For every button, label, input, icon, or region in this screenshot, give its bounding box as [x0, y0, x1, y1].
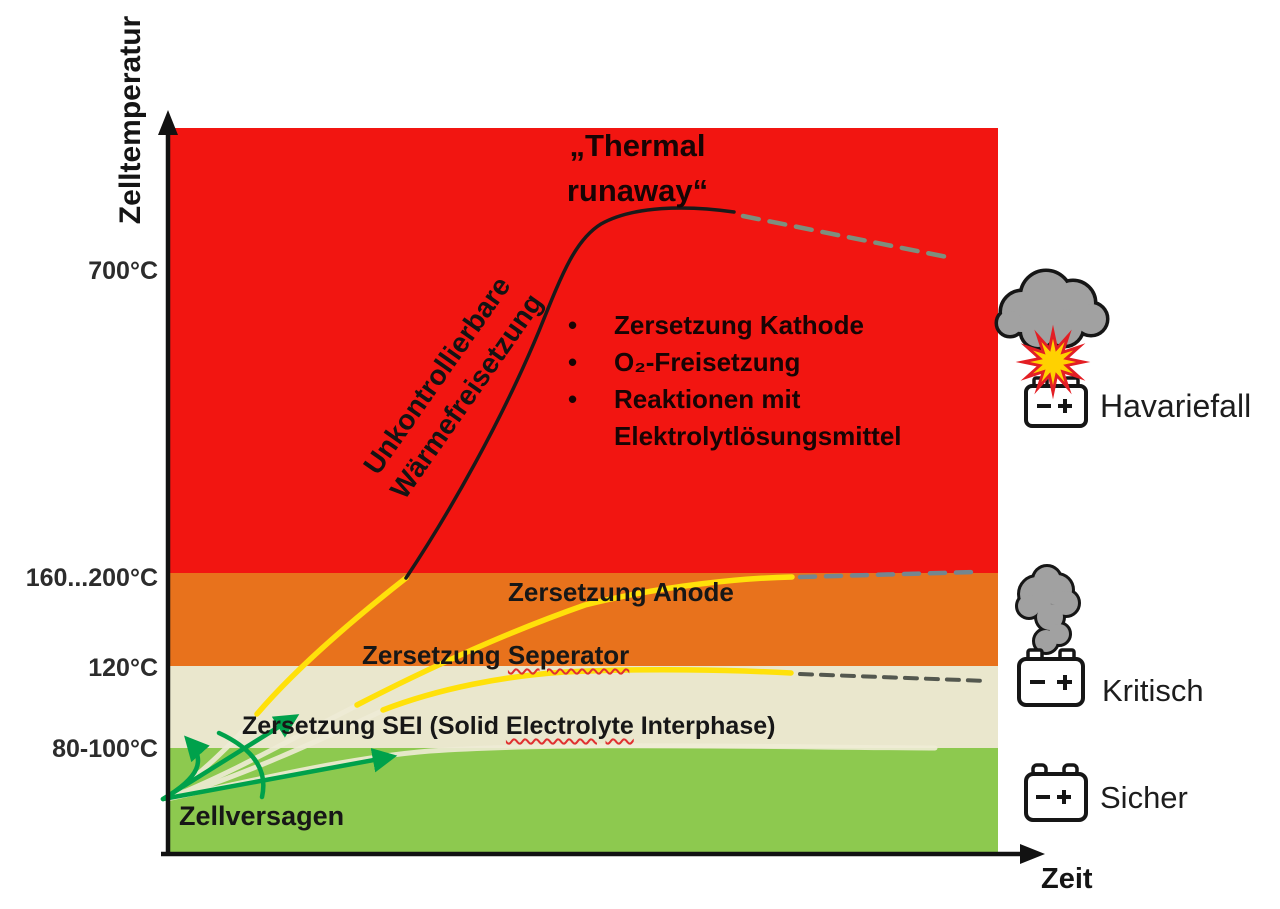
seperator-label-prefix: Zersetzung — [362, 640, 508, 670]
zone-critical-orange — [170, 573, 998, 666]
anode-decomposition-label: Zersetzung Anode — [508, 577, 734, 607]
thermal-runaway-title-line2: runaway“ — [566, 173, 709, 208]
havariefall-icon — [994, 268, 1110, 428]
battery-icon-sicher — [1024, 763, 1088, 822]
seperator-curve — [380, 667, 794, 713]
x-axis-title: Zeit — [1041, 863, 1093, 895]
battery-icon-kritisch — [1017, 648, 1085, 707]
list-item: Reaktionen mit Elektrolytlösungsmittel — [562, 381, 959, 455]
sei-label-electrolyte: Electrolyte — [505, 712, 634, 740]
y-tick-120: 120°C — [88, 654, 158, 682]
explosion-star-icon — [1015, 324, 1091, 400]
seperator-label-misspelled: Seperator — [507, 640, 630, 670]
sei-decomposition-label: Zersetzung SEI (Solid Electrolyte Interp… — [242, 712, 775, 741]
seperator-dashed-projection — [798, 672, 990, 683]
list-item: O₂-Freisetzung — [562, 344, 959, 381]
legend-label-havariefall: Havariefall — [1100, 388, 1252, 424]
sei-label-suffix: Interphase) — [633, 712, 776, 740]
legend-label-sicher: Sicher — [1100, 780, 1188, 815]
runaway-curve-upper — [404, 206, 736, 580]
ghost-curves — [164, 702, 938, 802]
yellow-curves — [254, 574, 795, 717]
list-item: Zersetzung Kathode — [562, 307, 959, 344]
cell-failure-label: Zellversagen — [179, 801, 345, 831]
cell-failure-arrow-mid — [160, 714, 300, 802]
y-tick-160-200: 160...200°C — [25, 564, 158, 592]
cell-failure-fan-arc — [216, 730, 266, 800]
battery-icon-havariefall — [1024, 376, 1088, 428]
y-axis-arrowhead — [158, 110, 178, 135]
cell-failure-arrows — [160, 714, 398, 802]
zone-safe-green — [170, 748, 998, 855]
cell-failure-arrow-right — [160, 747, 398, 802]
thermal-runaway-title-line1: „Thermal — [569, 128, 706, 163]
y-tick-700: 700°C — [88, 257, 158, 285]
y-axis-title: Zelltemperatur — [114, 15, 147, 225]
runaway-dashed-projection — [740, 213, 950, 260]
legend-label-kritisch: Kritisch — [1102, 673, 1204, 708]
sicher-icon — [1024, 763, 1088, 822]
runaway-reactions-list: Zersetzung Kathode O₂-Freisetzung Reakti… — [562, 307, 972, 455]
runaway-curve-lower — [254, 575, 409, 717]
sei-curve — [164, 743, 938, 802]
seperator-decomposition-label: Zersetzung Seperator — [362, 640, 629, 671]
smoke-cloud-icon — [1018, 567, 1078, 652]
sei-label-prefix: Zersetzung SEI (Solid — [242, 712, 506, 740]
y-tick-80-100: 80-100°C — [52, 735, 158, 763]
ghost-seperator-curve — [164, 707, 387, 802]
explosion-cloud-icon — [998, 272, 1106, 347]
thermal-runaway-title: „Thermal runaway“ — [545, 123, 730, 213]
anode-curve — [354, 574, 795, 708]
x-axis-arrowhead — [1020, 844, 1045, 864]
kritisch-icon — [1015, 564, 1085, 707]
zone-warning-beige — [170, 666, 998, 748]
anode-dashed-projection — [797, 569, 978, 580]
